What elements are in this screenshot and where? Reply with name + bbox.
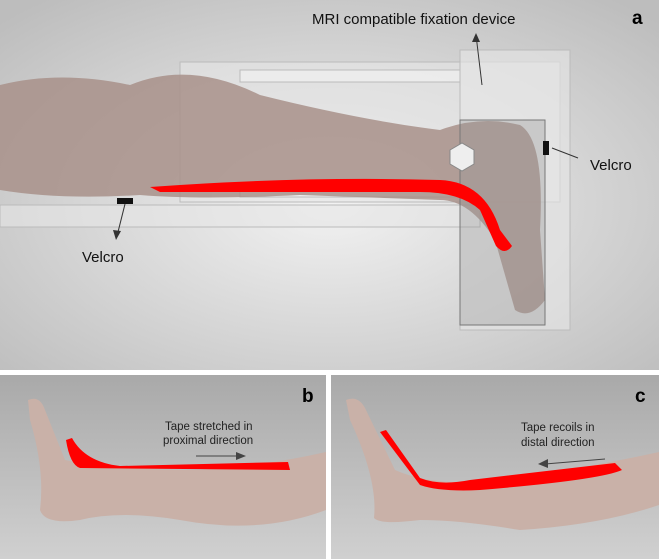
arrow-proximal	[236, 452, 246, 460]
velcro-label-left: Velcro	[82, 249, 124, 266]
leg-illustration-c	[346, 398, 659, 530]
leg-illustration-b	[28, 398, 326, 526]
panel-letter-a: a	[632, 8, 643, 29]
device-label: MRI compatible fixation device	[312, 11, 515, 28]
caption-b-line1: Tape stretched in	[165, 421, 253, 433]
velcro-arrow-right	[551, 147, 579, 159]
panel-c: Tape recoils in distal direction c	[331, 375, 659, 559]
panel-letter-c: c	[635, 386, 646, 407]
arrow-distal	[538, 459, 548, 468]
caption-c-line1: Tape recoils in	[521, 422, 595, 434]
leg-illustration	[0, 74, 545, 314]
device-arrow	[475, 34, 483, 86]
tape-strip-c	[380, 430, 622, 491]
panel-letter-b: b	[302, 386, 314, 407]
velcro-label-right: Velcro	[590, 157, 632, 174]
hex-bolt	[449, 142, 475, 172]
tape-strip	[150, 178, 512, 251]
tape-strip-b	[66, 438, 290, 470]
velcro-strap-left	[117, 198, 133, 204]
caption-c-line2: distal direction	[521, 437, 595, 449]
velcro-strap-right	[543, 141, 549, 155]
caption-b-line2: proximal direction	[163, 435, 253, 447]
panel-b: Tape stretched in proximal direction b	[0, 375, 326, 559]
panel-a: MRI compatible fixation device Velcro Ve…	[0, 0, 659, 370]
